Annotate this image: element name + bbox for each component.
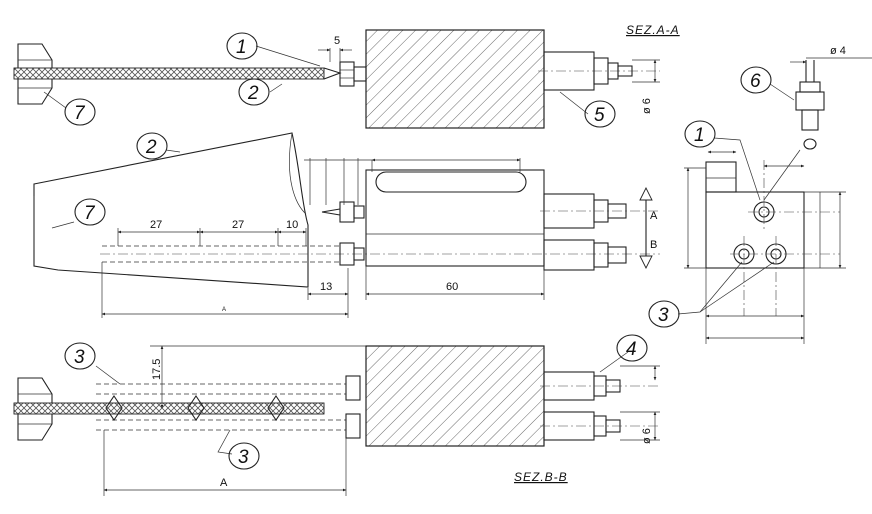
balloon-3-bottom: 3 — [228, 442, 260, 470]
balloon-6: 6 — [740, 66, 772, 94]
braided-cable-top — [13, 67, 325, 80]
dim-13: 13 — [320, 281, 332, 293]
dim-phi6-bottom: ø 6 — [641, 428, 653, 444]
svg-text:1: 1 — [236, 37, 247, 58]
balloon-7-middle: 7 — [74, 198, 106, 226]
balloon-3-side: 3 — [648, 300, 680, 328]
section-arrow-a-label: A — [650, 210, 658, 222]
svg-text:5: 5 — [594, 105, 605, 126]
braided-cable-bottom — [13, 402, 325, 415]
svg-text:6: 6 — [750, 71, 761, 92]
svg-text:3: 3 — [238, 447, 249, 468]
section-title-a-a: SEZ.A-A — [626, 23, 680, 37]
middle-assembly-view — [33, 132, 660, 318]
side-block-body — [705, 191, 805, 269]
side-view — [677, 57, 872, 344]
svg-text:7: 7 — [84, 203, 96, 224]
cable-nut-upper — [339, 201, 355, 223]
hatched-body-bottom — [365, 345, 545, 447]
balloon-3-bottom-left: 3 — [64, 342, 96, 370]
dim-27-first: 27 — [150, 219, 162, 231]
cable-fan-outline — [33, 132, 309, 288]
dim-a-bottom: A — [220, 477, 228, 489]
dim-a-middle: A — [222, 307, 226, 313]
balloon-4: 4 — [616, 334, 648, 362]
section-a-a-view — [13, 29, 660, 129]
balloon-1-side: 1 — [684, 120, 716, 148]
dim-phi4: ø 4 — [830, 45, 846, 57]
balloons: 1 2 5 7 2 7 6 1 3 3 3 4 — [64, 32, 772, 470]
dim-phi6-top: ø 6 — [641, 98, 653, 114]
cable-nut-top — [339, 61, 355, 87]
dim-17-5: 17.5 — [151, 359, 163, 380]
dim-5: 5 — [334, 35, 340, 47]
balloon-2-top: 2 — [238, 78, 270, 106]
balloon-7-top: 7 — [64, 98, 96, 126]
svg-text:1: 1 — [694, 125, 705, 146]
dim-27-second: 27 — [232, 219, 244, 231]
connector-6 — [799, 81, 821, 93]
section-b-b-view — [13, 345, 660, 496]
balloon-1-top: 1 — [226, 32, 258, 60]
balloon-2-middle: 2 — [136, 132, 168, 160]
svg-text:3: 3 — [658, 305, 669, 326]
dim-10: 10 — [286, 219, 298, 231]
svg-text:2: 2 — [145, 137, 157, 158]
dim-60: 60 — [446, 281, 458, 293]
svg-text:7: 7 — [74, 103, 86, 124]
svg-text:3: 3 — [74, 347, 85, 368]
svg-text:4: 4 — [626, 339, 637, 360]
svg-text:2: 2 — [247, 83, 259, 104]
sensor-block-body — [365, 169, 545, 267]
section-arrow-b-label: B — [650, 239, 657, 251]
section-title-b-b: SEZ.B-B — [514, 470, 568, 484]
balloon-5: 5 — [584, 100, 616, 128]
hatched-body-top — [365, 29, 545, 129]
labels: SEZ.A-A SEZ.B-B A B 5 ø 6 ø 4 27 27 10 1… — [150, 23, 846, 489]
